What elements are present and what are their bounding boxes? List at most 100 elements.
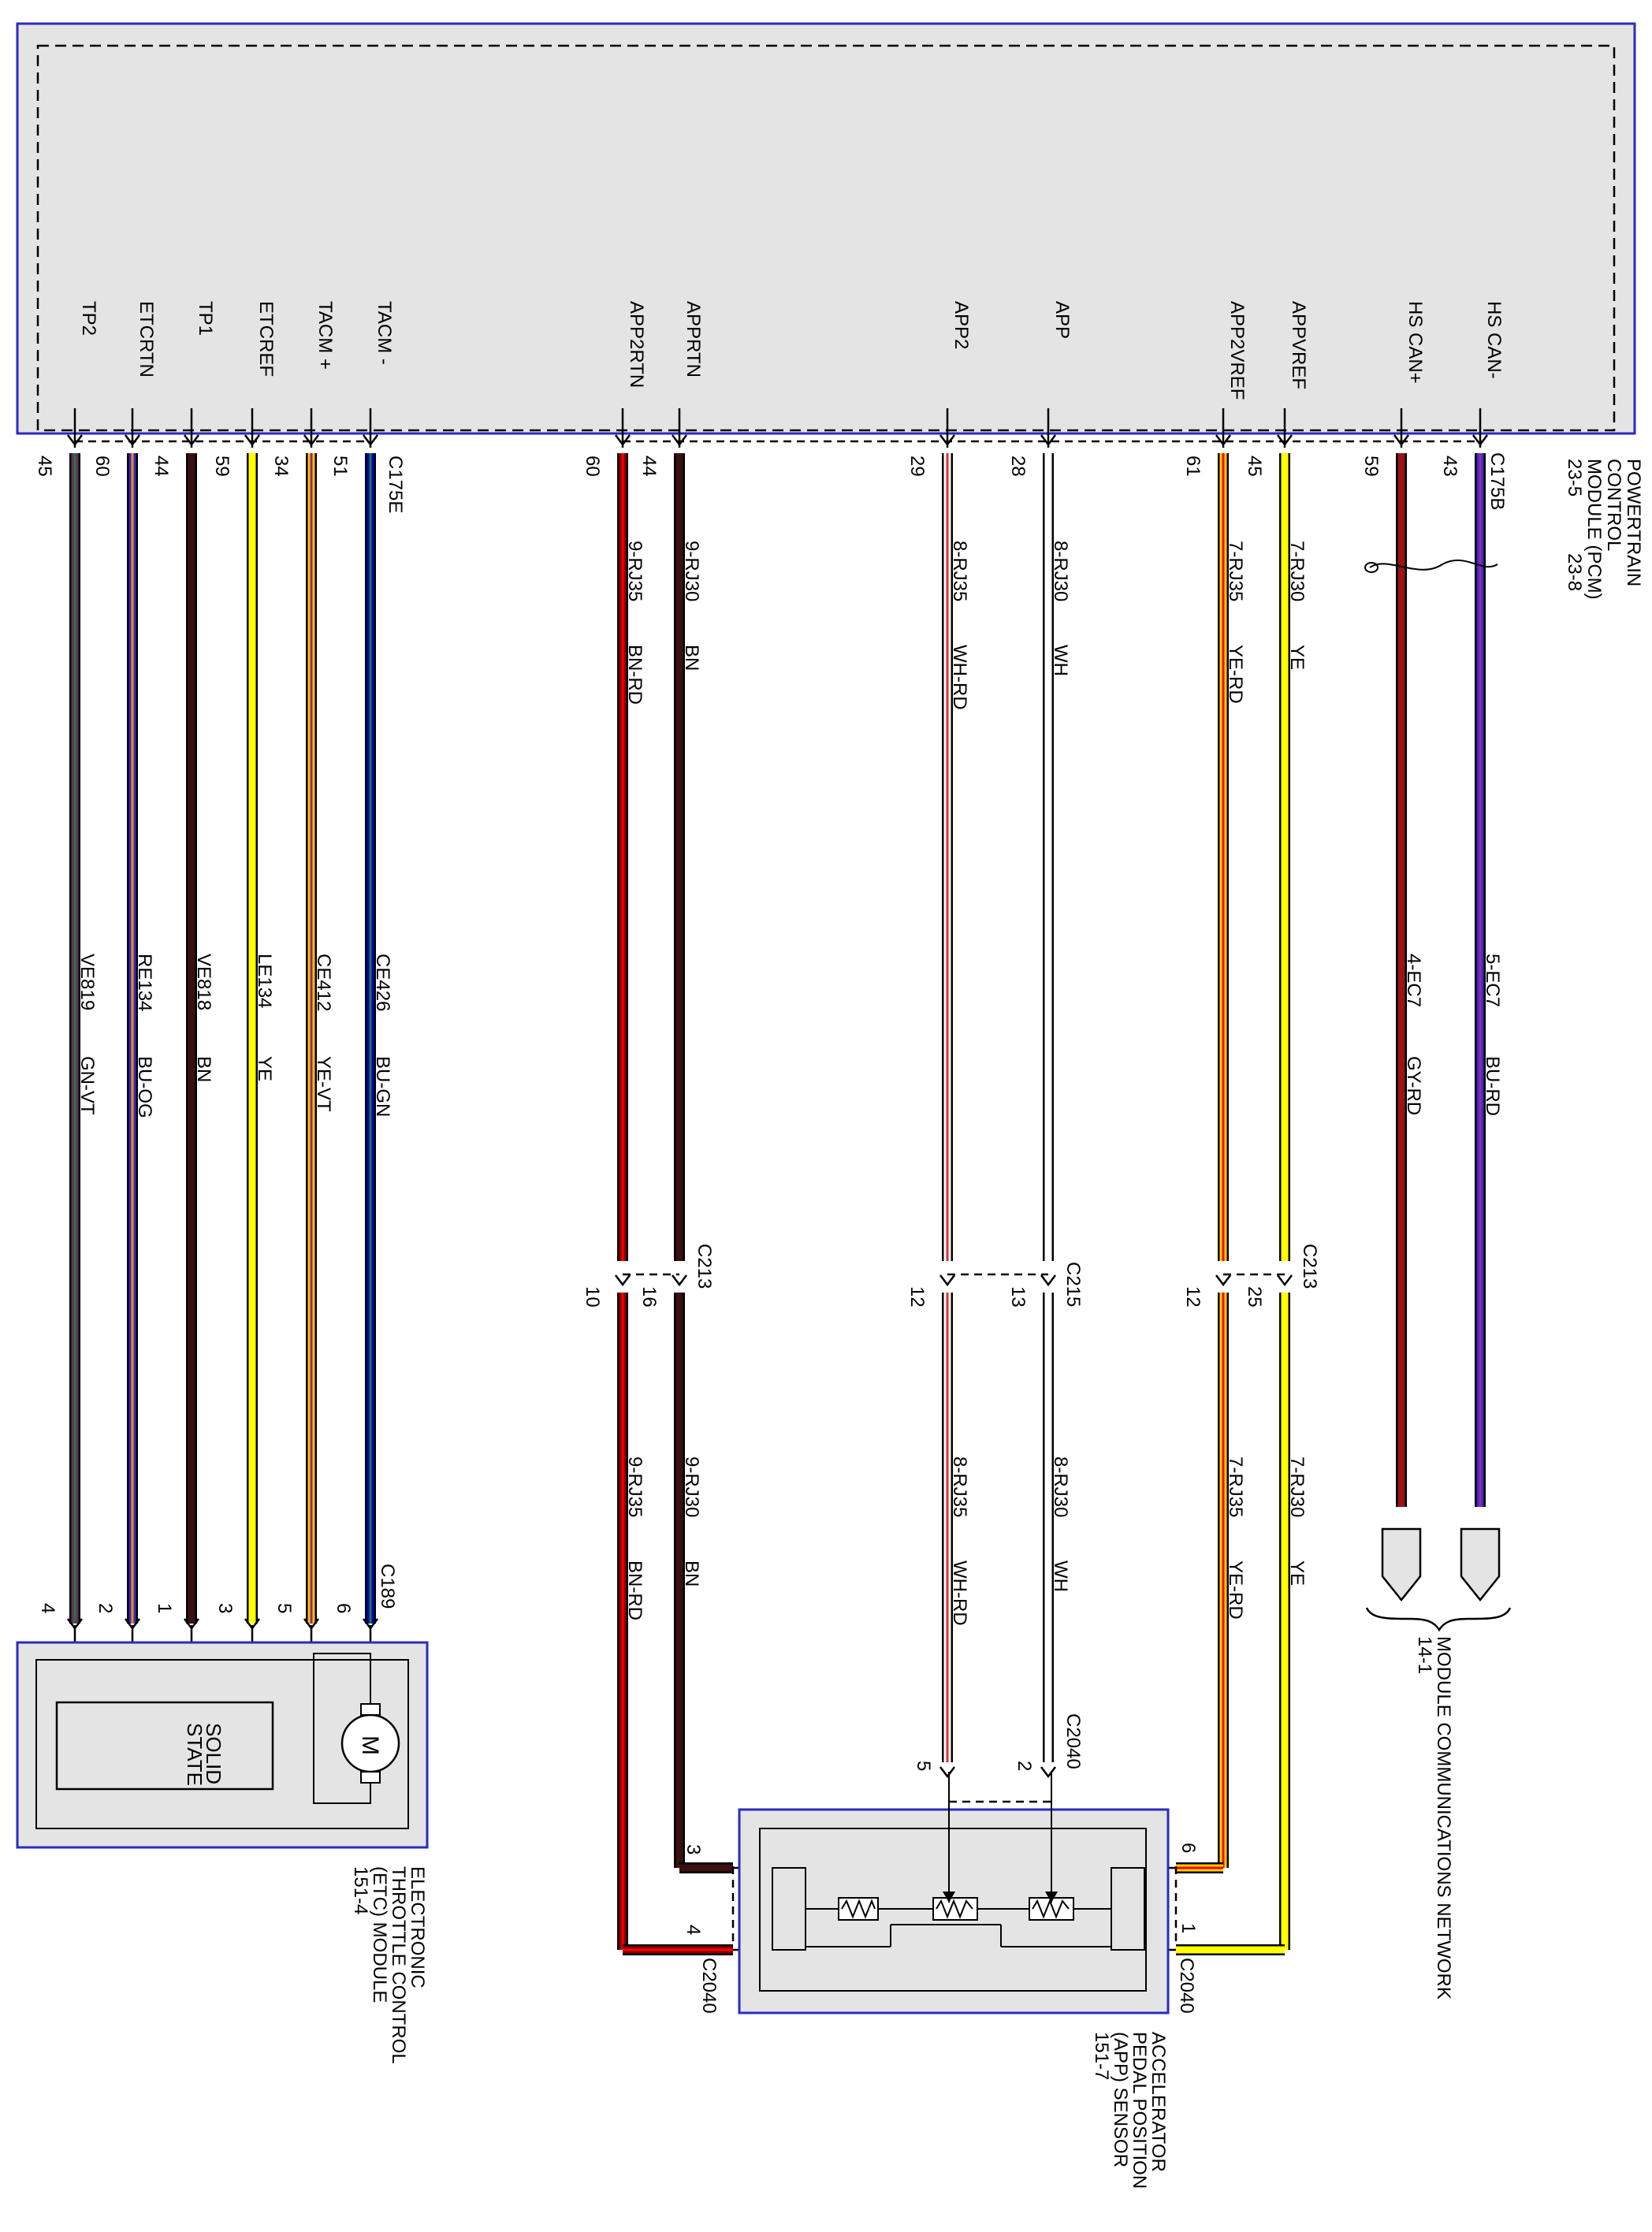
app-chevron-app2 bbox=[939, 1766, 955, 1779]
app-resistor-3-zigzag bbox=[1032, 1899, 1070, 1919]
inline-pin-app2vref: 12 bbox=[1182, 1286, 1204, 1308]
inline-chevron-app2 bbox=[939, 1274, 955, 1287]
wire-color-hscanm: BU-RD bbox=[1482, 1056, 1503, 1116]
inline-chevron-app2vref bbox=[1215, 1274, 1231, 1287]
app-pin-app2rtn: 4 bbox=[683, 1925, 704, 1935]
pin-name-hscanm: HS CAN- bbox=[1483, 301, 1505, 379]
app-pin-app2: 5 bbox=[913, 1761, 934, 1771]
inline-chevron-apprtn bbox=[672, 1274, 687, 1287]
network-arrow-can-minus bbox=[1460, 1527, 1501, 1602]
pin-name-tacmp: TACM + bbox=[314, 301, 336, 370]
inline-connector-yellow: C213 bbox=[1299, 1244, 1320, 1289]
pin-chevron-tp2 bbox=[67, 434, 83, 447]
etc-label-line-2: THROTTLE CONTROL bbox=[388, 1866, 409, 2064]
pin-number-hscanm: 43 bbox=[1439, 456, 1460, 477]
app-sensor-inner bbox=[759, 1828, 1147, 1992]
pin-chevron-tacmm bbox=[363, 434, 378, 447]
etc-label-line-1: ELECTRONIC bbox=[407, 1866, 428, 1988]
pin-name-app: APP bbox=[1051, 301, 1073, 339]
pin-name-hscanp: HS CAN+ bbox=[1405, 301, 1426, 384]
inline-pin-appvref: 25 bbox=[1244, 1286, 1265, 1308]
pin-chevron-etcrtn bbox=[125, 434, 140, 447]
etc-pin-tp1: 1 bbox=[154, 1603, 175, 1613]
app-pin-app2vref: 6 bbox=[1178, 1843, 1199, 1853]
pin-chevron-hscanp bbox=[1393, 434, 1409, 447]
inline-pin-app: 13 bbox=[1007, 1286, 1029, 1308]
app-label-line-2: PEDAL POSITION bbox=[1129, 2032, 1150, 2189]
etc-label-line-4: 151-4 bbox=[350, 1866, 371, 1914]
wire-circuit-tp2: VE819 bbox=[76, 954, 98, 1010]
motor-brush-top bbox=[360, 1703, 381, 1716]
wire-color-hscanp: GY-RD bbox=[1403, 1056, 1424, 1115]
wire-color-upper-app: WH bbox=[1050, 645, 1071, 676]
wire-color-upper-app2: WH-RD bbox=[949, 645, 970, 710]
inline-chevron-app bbox=[1040, 1274, 1056, 1287]
pin-name-etcrtn: ETCRTN bbox=[136, 301, 157, 378]
pin-chevron-app2rtn bbox=[615, 434, 631, 447]
wire-circuit-tp1: VE818 bbox=[193, 954, 214, 1010]
pin-chevron-appvref bbox=[1277, 434, 1293, 447]
pcm-label: POWERTRAIN CONTROL MODULE (PCM) 23-5 23-… bbox=[1564, 459, 1644, 600]
pin-name-tp1: TP1 bbox=[195, 301, 216, 336]
pin-number-app: 28 bbox=[1007, 456, 1029, 477]
app-connector-top: C2040 bbox=[1062, 1713, 1084, 1769]
twisted-pair-symbol bbox=[1369, 560, 1498, 571]
etc-pin-tacmm: 6 bbox=[333, 1603, 354, 1613]
pin-number-tp1: 44 bbox=[151, 456, 172, 477]
pin-name-tacmm: TACM - bbox=[374, 301, 395, 365]
wire-color-etcref: YE bbox=[254, 1056, 275, 1081]
wire-circuit-upper-app2rtn: 9-RJ35 bbox=[624, 541, 646, 601]
pin-chevron-apprtn bbox=[672, 434, 687, 447]
inline-chevron-app2rtn bbox=[615, 1274, 631, 1287]
app-resistor-2 bbox=[932, 1897, 978, 1921]
pcm-connector-etc: C175E bbox=[385, 456, 406, 513]
app-resistor-1-zigzag bbox=[841, 1899, 876, 1919]
app-label-line-1: ACCELERATOR bbox=[1148, 2032, 1169, 2172]
wire-circuit-etcref: LE134 bbox=[254, 954, 275, 1008]
pcm-connector-app: C175B bbox=[1486, 452, 1508, 510]
twisted-pair-loop bbox=[1364, 562, 1379, 573]
pin-name-appvref: APPVREF bbox=[1288, 301, 1309, 389]
wire-color-upper-apprtn: BN bbox=[681, 645, 702, 671]
etc-pin-etcrtn: 2 bbox=[95, 1603, 116, 1613]
wire-circuit-upper-app2: 8-RJ35 bbox=[949, 541, 970, 601]
pin-number-hscanp: 59 bbox=[1360, 456, 1382, 477]
pcm-label-line-2: CONTROL bbox=[1603, 459, 1624, 551]
wire-circuit-upper-apprtn: 9-RJ30 bbox=[681, 541, 702, 601]
inline-pin-app2rtn: 10 bbox=[582, 1286, 603, 1308]
pin-chevron-app2vref bbox=[1215, 434, 1231, 447]
solid-state-label-2: STATE bbox=[183, 1723, 206, 1786]
pin-name-tp2: TP2 bbox=[78, 301, 99, 336]
etc-module-inner bbox=[35, 1659, 409, 1829]
pin-number-etcrtn: 60 bbox=[91, 456, 113, 477]
app-wiper-2-arrow bbox=[1045, 1892, 1058, 1903]
app-sensor: C2040 C2040 C2040 ACCELERATOR PEDAL POSI… bbox=[698, 1713, 1197, 2189]
pin-name-app2: APP2 bbox=[951, 301, 972, 349]
wire-circuit-tacmm: CE426 bbox=[372, 954, 393, 1011]
pin-name-app2rtn: APP2RTN bbox=[626, 301, 647, 388]
pin-chevron-etcref bbox=[244, 434, 260, 447]
network-label: MODULE COMMUNICATIONS NETWORK 14-1 bbox=[1414, 1636, 1454, 2000]
app-sensor-label: ACCELERATOR PEDAL POSITION (APP) SENSOR … bbox=[1091, 2032, 1169, 2189]
pin-number-tp2: 45 bbox=[34, 456, 55, 477]
app-pin-app: 2 bbox=[1014, 1761, 1035, 1771]
pin-number-app2: 29 bbox=[906, 456, 928, 477]
pin-number-tacmp: 34 bbox=[270, 456, 292, 477]
app-connector-right: C2040 bbox=[1176, 1958, 1197, 2014]
pin-number-appvref: 45 bbox=[1244, 456, 1265, 477]
inline-connector-white: C215 bbox=[1062, 1262, 1084, 1307]
pcm-label-line-3: MODULE (PCM) bbox=[1583, 459, 1605, 600]
inline-pin-app2: 12 bbox=[906, 1286, 928, 1308]
pin-number-app2rtn: 60 bbox=[582, 456, 603, 477]
wire-color-upper-app2rtn: BN-RD bbox=[624, 645, 646, 705]
pin-chevron-tp1 bbox=[184, 434, 199, 447]
wire-color-tp2: GN-VT bbox=[76, 1056, 98, 1115]
app-connector-left: C2040 bbox=[698, 1958, 720, 2014]
pcm-label-line-5: 23-8 bbox=[1564, 553, 1585, 591]
wire-circuit-hscanp: 4-EC7 bbox=[1403, 954, 1424, 1007]
pin-name-apprtn: APPRTN bbox=[683, 301, 704, 378]
pcm-inner-border bbox=[36, 44, 1616, 432]
pin-name-app2vref: APP2VREF bbox=[1226, 301, 1248, 400]
motor-brush-bottom bbox=[360, 1771, 381, 1784]
wire-color-etcrtn: BU-OG bbox=[134, 1056, 155, 1118]
